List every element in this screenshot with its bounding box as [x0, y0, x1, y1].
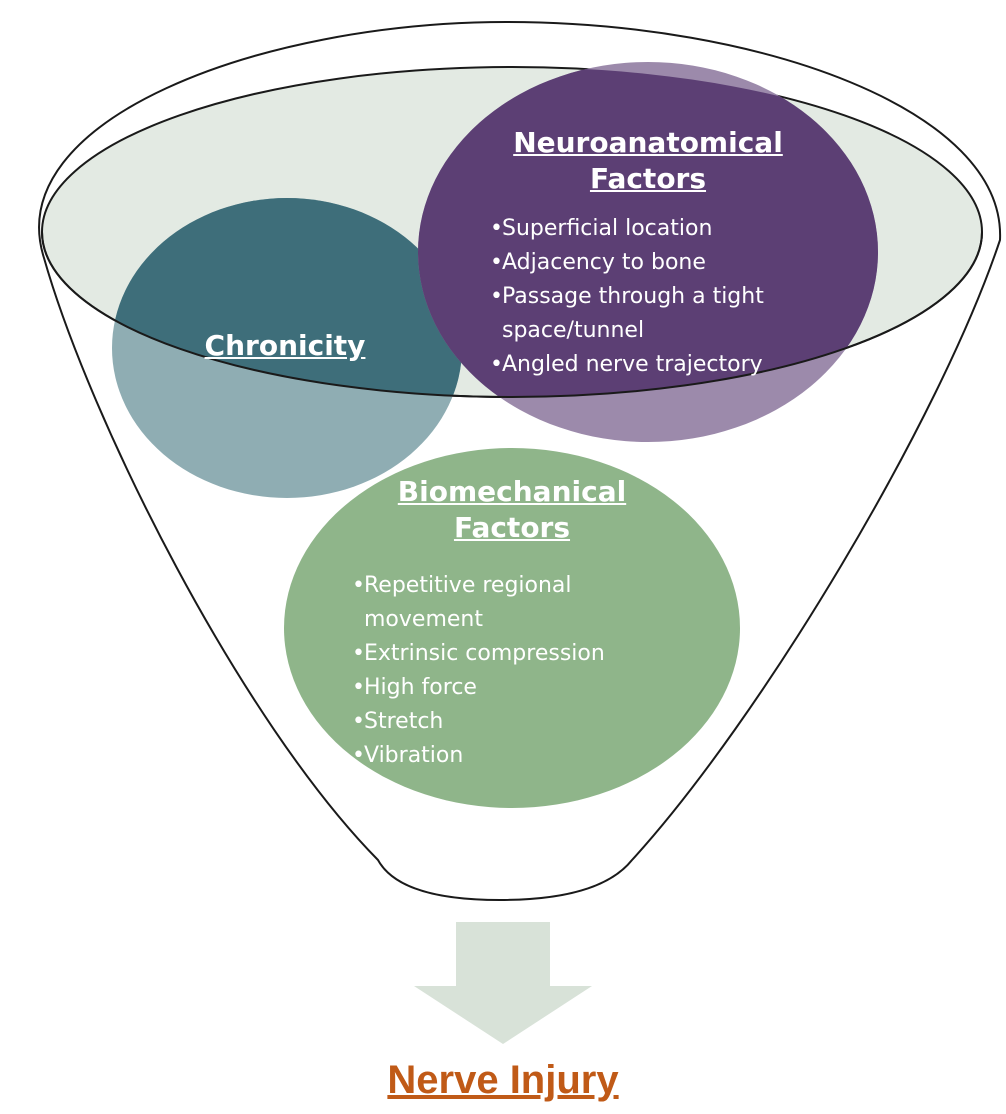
funnel-rim-front-edge: [41, 231, 983, 398]
biomechanical-title-line2: Factors: [453, 511, 571, 545]
list-item: High force: [352, 671, 682, 705]
list-item: Stretch: [352, 705, 682, 739]
neuroanatomical-title-line1: Neuroanatomical: [513, 126, 783, 159]
list-item-continuation: space/tunnel: [502, 317, 645, 343]
biomechanical-factors: Biomechanical Factors Repetitive regiona…: [352, 474, 682, 773]
list-item: Superficial location: [490, 212, 818, 246]
chronicity-title: Chronicity: [204, 329, 366, 362]
outcome-label: Nerve Injury: [387, 1058, 619, 1102]
neuroanatomical-factors: Neuroanatomical Factors Superficial loca…: [478, 125, 818, 382]
list-item: Adjacency to bone: [490, 246, 818, 280]
list-item: Vibration: [352, 739, 682, 773]
list-item: Angled nerve trajectory: [490, 348, 818, 382]
neuroanatomical-title: Neuroanatomical Factors: [478, 125, 818, 198]
biomechanical-title: Biomechanical Factors: [352, 474, 672, 547]
neuroanatomical-list: Superficial location Adjacency to bone P…: [490, 212, 818, 382]
down-arrow: [414, 922, 592, 1044]
chronicity: Chronicity: [160, 328, 410, 364]
neuroanatomical-title-line2: Factors: [589, 162, 707, 196]
biomechanical-title-line1: Biomechanical: [397, 475, 627, 508]
list-item: Extrinsic compression: [352, 637, 682, 671]
chronicity-circle-upper: [112, 198, 462, 397]
list-item-continuation: movement: [364, 606, 483, 632]
